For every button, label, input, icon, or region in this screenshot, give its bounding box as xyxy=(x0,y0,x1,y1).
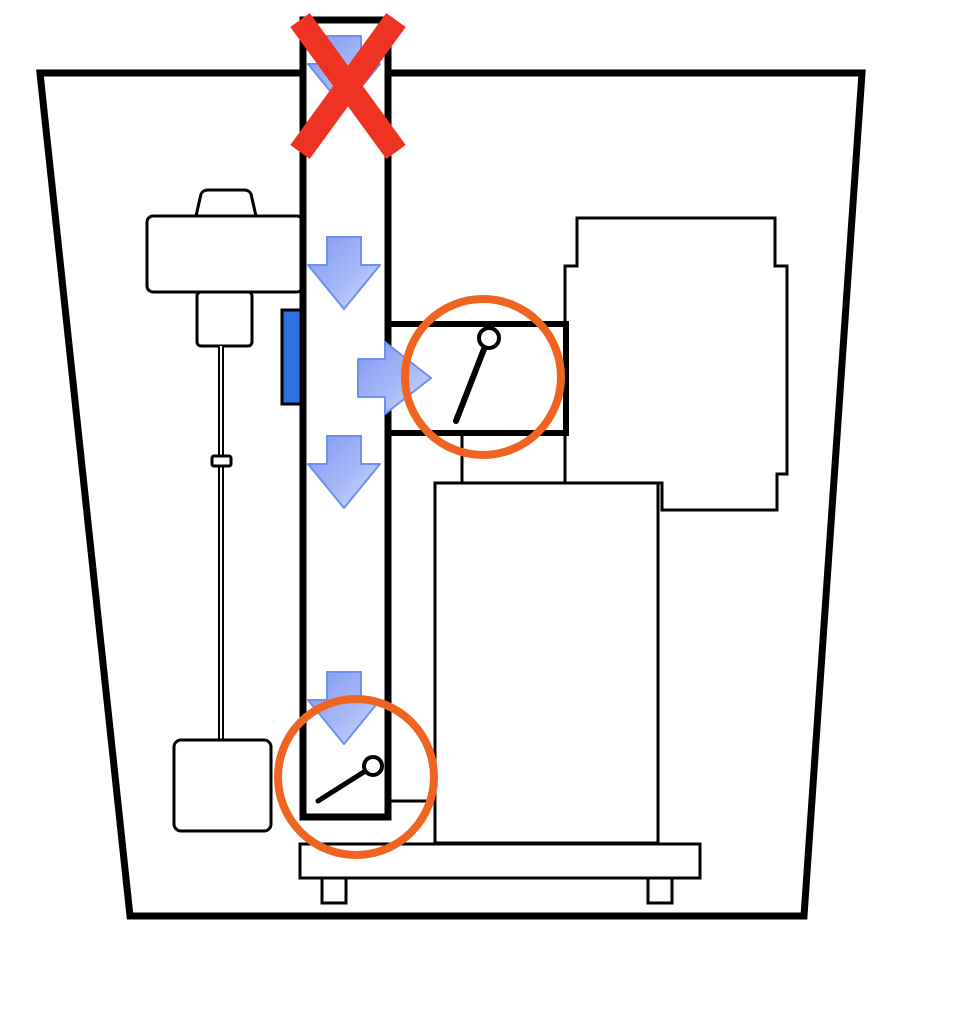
down-arrow-icon xyxy=(307,435,381,509)
collector-bin xyxy=(433,481,660,845)
right-unit xyxy=(298,216,789,905)
motor-housing xyxy=(145,214,305,294)
down-arrow-icon xyxy=(307,236,381,310)
weight-block xyxy=(172,738,273,833)
flapper-valve-icon xyxy=(453,326,501,424)
base-platform xyxy=(298,842,702,880)
motor-neck xyxy=(195,290,254,348)
base-foot-left xyxy=(320,876,348,905)
rod-coupling xyxy=(210,454,233,468)
left-machine xyxy=(145,188,305,833)
blue-filter-panel xyxy=(280,308,304,406)
cabinet-upper xyxy=(563,216,789,512)
down-arrow-icon xyxy=(307,671,381,745)
bottom-valve-highlight xyxy=(274,695,438,859)
base-foot-right xyxy=(646,876,674,905)
red-x-icon xyxy=(290,12,406,160)
flapper-valve-icon xyxy=(315,755,384,804)
motor-top-cap xyxy=(194,188,258,218)
side-outlet-valve-highlight xyxy=(401,295,565,459)
